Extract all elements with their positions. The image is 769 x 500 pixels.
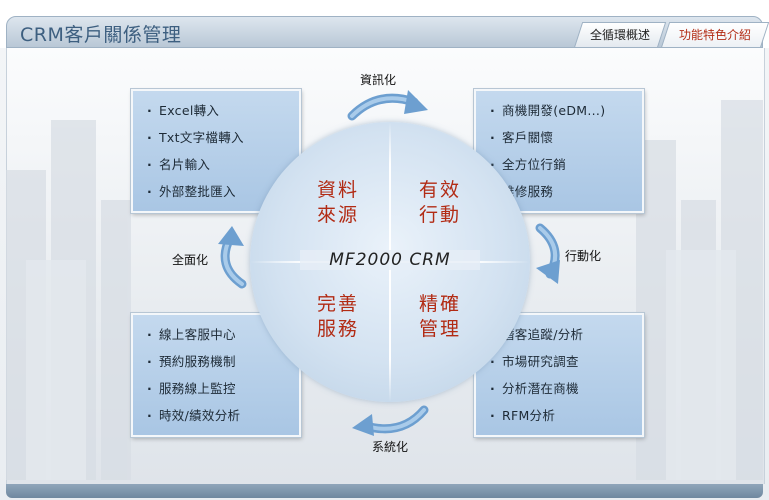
list-item: 潛客追蹤/分析 xyxy=(490,325,642,352)
list-item: Excel轉入 xyxy=(147,101,299,128)
quadrant-line: 有效 xyxy=(418,179,461,201)
list-item: 分析潛在商機 xyxy=(490,379,642,406)
box-complete-service: 線上客服中心 預約服務機制 服務線上監控 時效/績效分析 xyxy=(131,313,301,437)
list-item: 維修服務 xyxy=(490,182,642,209)
box-effective-action: 商機開發(eDM...) 客戶關懷 全方位行銷 維修服務 xyxy=(474,89,644,213)
list-item: 時效/績效分析 xyxy=(147,406,299,433)
quadrant-effective-action: 有效 行動 xyxy=(405,178,475,228)
arrow-label-informatization: 資訊化 xyxy=(360,73,397,87)
quadrant-line: 資料 xyxy=(316,179,359,201)
list-item: 名片輸入 xyxy=(147,155,299,182)
center-label: MF2000 CRM xyxy=(300,250,480,270)
list-item: 服務線上監控 xyxy=(147,379,299,406)
curved-arrow-icon xyxy=(352,405,429,436)
list-item: 商機開發(eDM...) xyxy=(490,101,642,128)
quadrant-complete-service: 完善 服務 xyxy=(303,292,373,342)
tab-overview-label: 全循環概述 xyxy=(589,28,650,42)
quadrant-data-sources: 資料 來源 xyxy=(303,178,373,228)
list-item: 客戶關懷 xyxy=(490,128,642,155)
quadrant-line: 服務 xyxy=(316,318,359,340)
list-item: Txt文字檔轉入 xyxy=(147,128,299,155)
arrow-label-systematization: 系統化 xyxy=(372,440,409,454)
list-item: 全方位行銷 xyxy=(490,155,642,182)
list-item: 市場研究調查 xyxy=(490,352,642,379)
curved-arrow-icon xyxy=(218,226,247,289)
tab-features[interactable]: 功能特色介紹 xyxy=(660,22,769,48)
list-item: RFM分析 xyxy=(490,406,642,433)
quadrant-line: 管理 xyxy=(418,318,461,340)
quadrant-line: 完善 xyxy=(316,293,359,315)
list-item: 外部整批匯入 xyxy=(147,182,299,209)
quadrant-line: 精確 xyxy=(418,293,461,315)
curved-arrow-icon xyxy=(535,223,560,284)
curved-arrow-icon xyxy=(347,90,428,121)
city-skyline-background xyxy=(6,100,763,480)
page-title: CRM客戶關係管理 xyxy=(20,24,182,46)
list-item: 預約服務機制 xyxy=(147,352,299,379)
arrow-label-comprehensive: 全面化 xyxy=(172,253,209,267)
tab-overview[interactable]: 全循環概述 xyxy=(573,22,667,48)
arrow-label-mobility: 行動化 xyxy=(565,249,602,263)
quadrant-line: 來源 xyxy=(316,204,359,226)
tab-features-label: 功能特色介紹 xyxy=(678,28,751,42)
list-item: 線上客服中心 xyxy=(147,325,299,352)
quadrant-precise-management: 精確 管理 xyxy=(405,292,475,342)
quadrant-line: 行動 xyxy=(418,204,461,226)
footer-bar xyxy=(6,484,763,498)
